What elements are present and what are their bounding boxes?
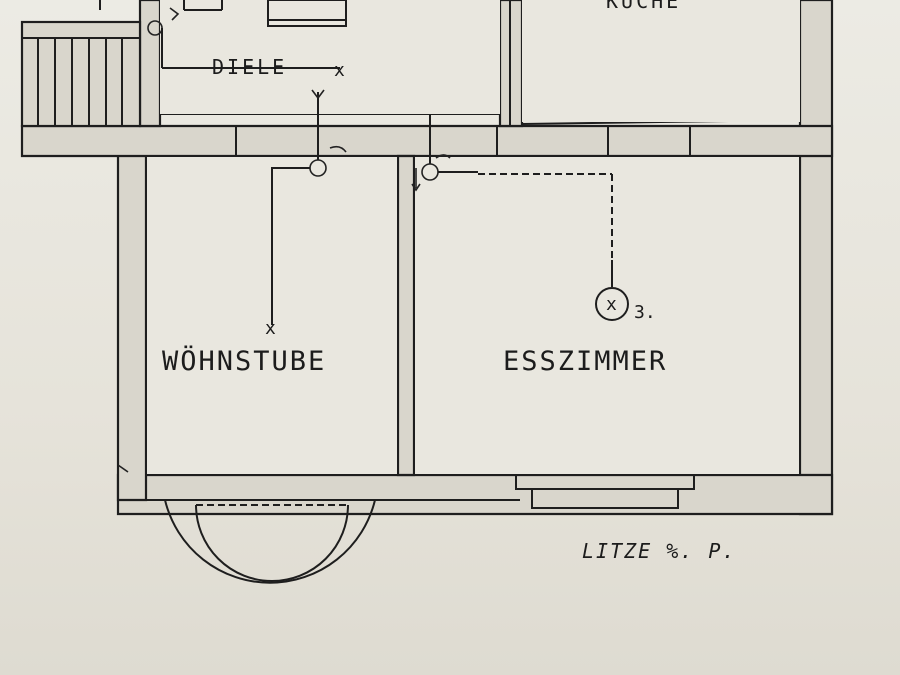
marker-diele: x [334, 60, 345, 81]
room-esszimmer [413, 155, 801, 476]
wiring-esszimmer [411, 114, 613, 287]
bay-window [164, 499, 376, 584]
label-diele: DIELE [212, 55, 287, 79]
room-diele [160, 0, 500, 114]
lamp-marker-esszimmer: x [606, 294, 617, 315]
wiring-wohnstube [271, 89, 347, 325]
staircase [20, 0, 142, 128]
label-wohnstube: WÖHNSTUBE [162, 345, 326, 377]
outer-wall-bottom [116, 473, 834, 516]
diele-furniture [183, 0, 347, 27]
outer-wall-right [798, 0, 834, 516]
partition-wall [396, 154, 416, 477]
note-litze: LITZE %. P. [582, 539, 736, 563]
wall-tick [117, 464, 129, 473]
outer-wall-left [116, 126, 148, 502]
window-esszimmer [515, 474, 695, 509]
lamp-number: 3. [634, 302, 656, 323]
label-kueche: KÜCHE [606, 0, 681, 13]
lamp-esszimmer [595, 287, 629, 321]
label-esszimmer: ESSZIMMER [503, 346, 667, 377]
middle-wall [20, 124, 834, 158]
switch-diele [147, 7, 340, 69]
switch-marker-wohnstube: x [265, 318, 276, 339]
room-kueche [522, 0, 800, 122]
